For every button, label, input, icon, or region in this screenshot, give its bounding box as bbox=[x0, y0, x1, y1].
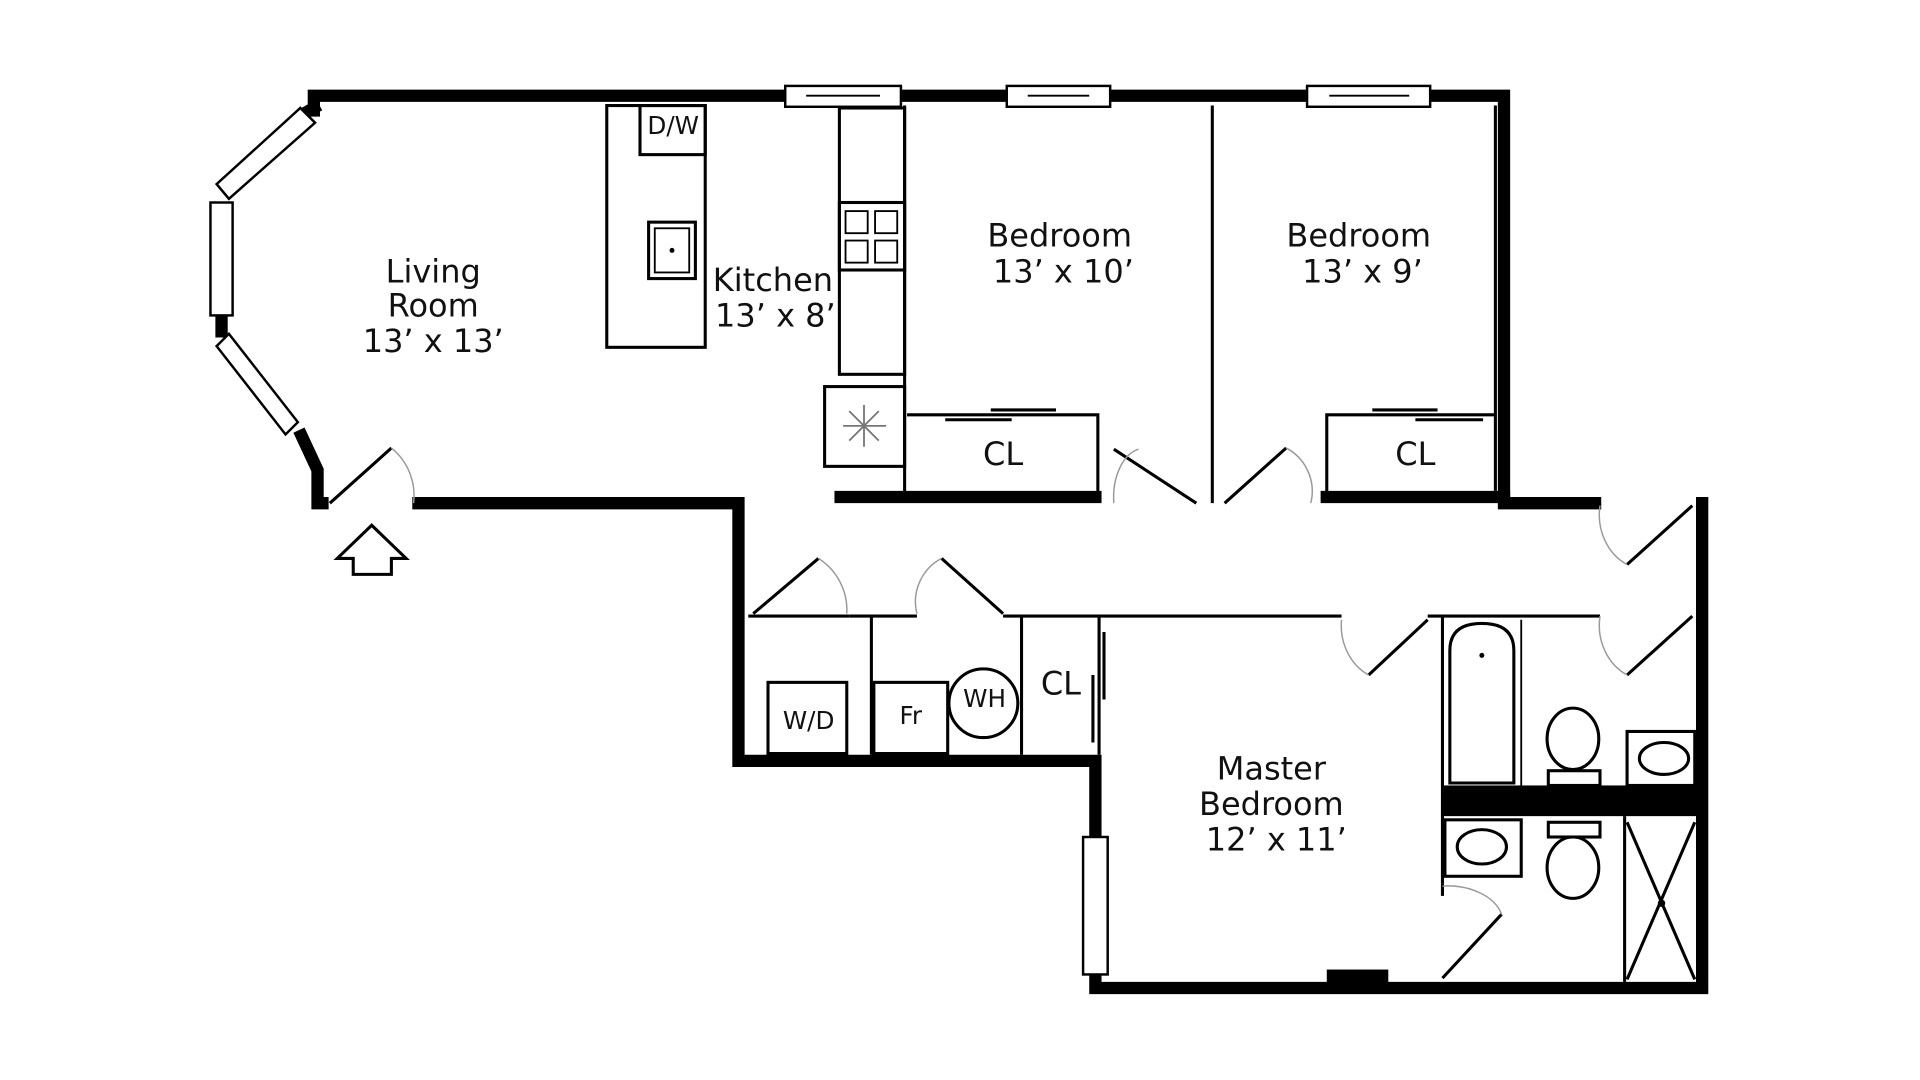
washer-dryer-label: W/D bbox=[783, 706, 835, 735]
dishwasher-label: D/W bbox=[647, 111, 699, 140]
shower-icon bbox=[1625, 821, 1697, 980]
bedroom2-name: Bedroom bbox=[1286, 217, 1431, 255]
closet-label: CL bbox=[1041, 665, 1081, 703]
room-labels: Living Room 13’ x 13’ Kitchen 13’ x 8’ B… bbox=[363, 111, 1436, 859]
master-name-2: Bedroom bbox=[1199, 785, 1344, 823]
bedroom2-size: 13’ x 9’ bbox=[1302, 252, 1423, 290]
bedroom1-name: Bedroom bbox=[987, 217, 1132, 255]
bathtub-icon bbox=[1448, 621, 1516, 785]
closet-label: CL bbox=[983, 435, 1023, 473]
sink-icon bbox=[647, 220, 697, 281]
toilet-icon bbox=[1545, 706, 1601, 772]
living-room-name: Living bbox=[386, 252, 481, 290]
water-heater-label: WH bbox=[963, 684, 1006, 713]
kitchen-fixtures bbox=[605, 104, 1020, 756]
living-room-name-2: Room bbox=[388, 287, 479, 325]
ac-snowflake-icon bbox=[843, 405, 887, 447]
living-room-size: 13’ x 13’ bbox=[363, 322, 504, 360]
closet-label: CL bbox=[1395, 435, 1435, 473]
kitchen-name: Kitchen bbox=[713, 261, 833, 299]
bath-fixtures bbox=[1443, 621, 1697, 980]
doors bbox=[328, 408, 1694, 980]
bedroom1-size: 13’ x 10’ bbox=[993, 252, 1134, 290]
stove-icon bbox=[837, 200, 907, 272]
exterior-walls bbox=[215, 89, 1709, 995]
kitchen-size: 13’ x 8’ bbox=[715, 296, 836, 334]
master-size: 12’ x 11’ bbox=[1206, 821, 1347, 859]
fridge-label: Fr bbox=[900, 701, 923, 730]
entry-arrow-icon bbox=[333, 523, 410, 576]
interior-walls bbox=[748, 105, 1627, 982]
windows bbox=[209, 84, 1432, 976]
master-name: Master bbox=[1217, 749, 1327, 787]
